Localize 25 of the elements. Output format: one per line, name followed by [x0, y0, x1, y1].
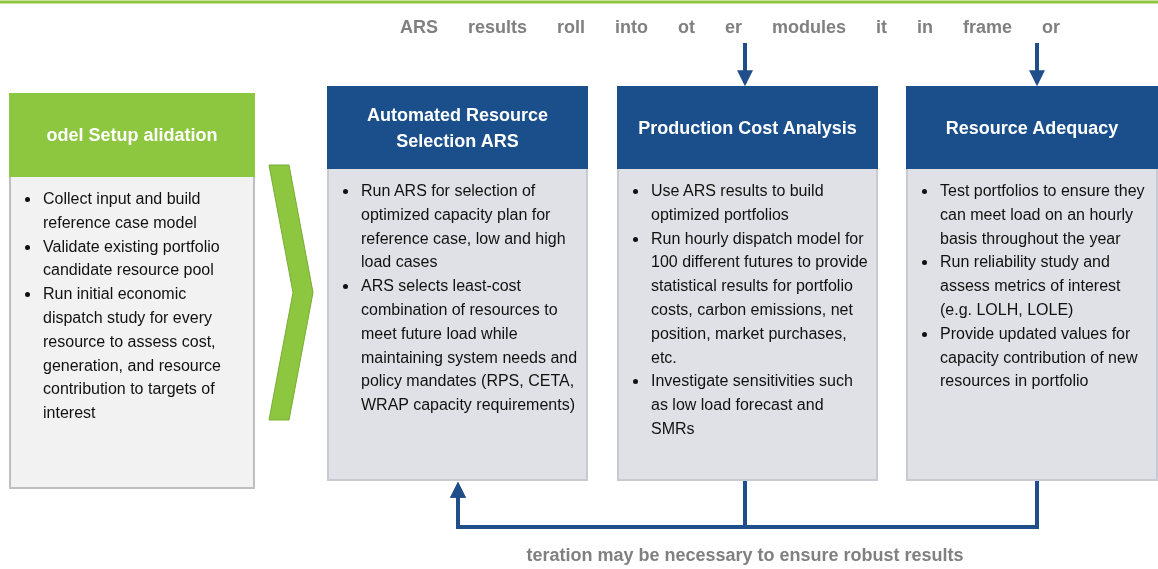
bullet-text: Test portfolios to ensure they can meet load on an hourly basis throughout the year [918, 179, 1150, 251]
arrow [1029, 43, 1045, 87]
card-heading: Automated Resource Selection ARS [327, 86, 588, 169]
process-card [617, 86, 878, 481]
chevron-arrow [268, 164, 314, 421]
card-heading: Production Cost Analysis [617, 86, 878, 169]
bullet-text: Use ARS results to build optimized portfolios [629, 179, 870, 227]
arrow [737, 43, 753, 87]
bullet-text: Run reliability study and assess metrics of interest (e.g. LOLH, LOLE) [918, 250, 1150, 322]
note-text: ARS results roll into ot er modules it in frame or [400, 12, 1060, 42]
card-heading: odel Setup alidation [9, 93, 255, 177]
bullet-text: Validate existing portfolio candidate resource pool [21, 234, 247, 283]
process-card [327, 86, 588, 481]
bullet-text: Run hourly dispatch model for 100 different futures to provide statistical results for portfolio costs, carbon emissions, net position, market purchases, etc. [629, 226, 870, 370]
bullet-text: Investigate sensitivities such as low load forecast and SMRs [629, 369, 870, 441]
bullet-text: Collect input and build reference case model [21, 187, 247, 235]
bullet-text: Run ARS for selection of optimized capacity plan for reference case, low and high load cases [339, 179, 580, 275]
note-text: teration may be necessary to ensure robust results [525, 544, 965, 567]
process-card [9, 93, 255, 489]
bullet-text: Provide updated values for capacity contribution of new resources in portfolio [918, 321, 1150, 394]
process-card [906, 86, 1158, 481]
bullet-text: Run initial economic dispatch study for every resource to assess cost, generation, and resource contribution to targets of interest [21, 282, 247, 425]
bullet-text: ARS selects least-cost combination of resources to meet future load while maintaining system needs and policy mandates (RPS, CETA, WRAP capacity requirements) [339, 274, 580, 417]
card-heading: Resource Adequacy [906, 86, 1158, 169]
arrow [450, 481, 1039, 529]
